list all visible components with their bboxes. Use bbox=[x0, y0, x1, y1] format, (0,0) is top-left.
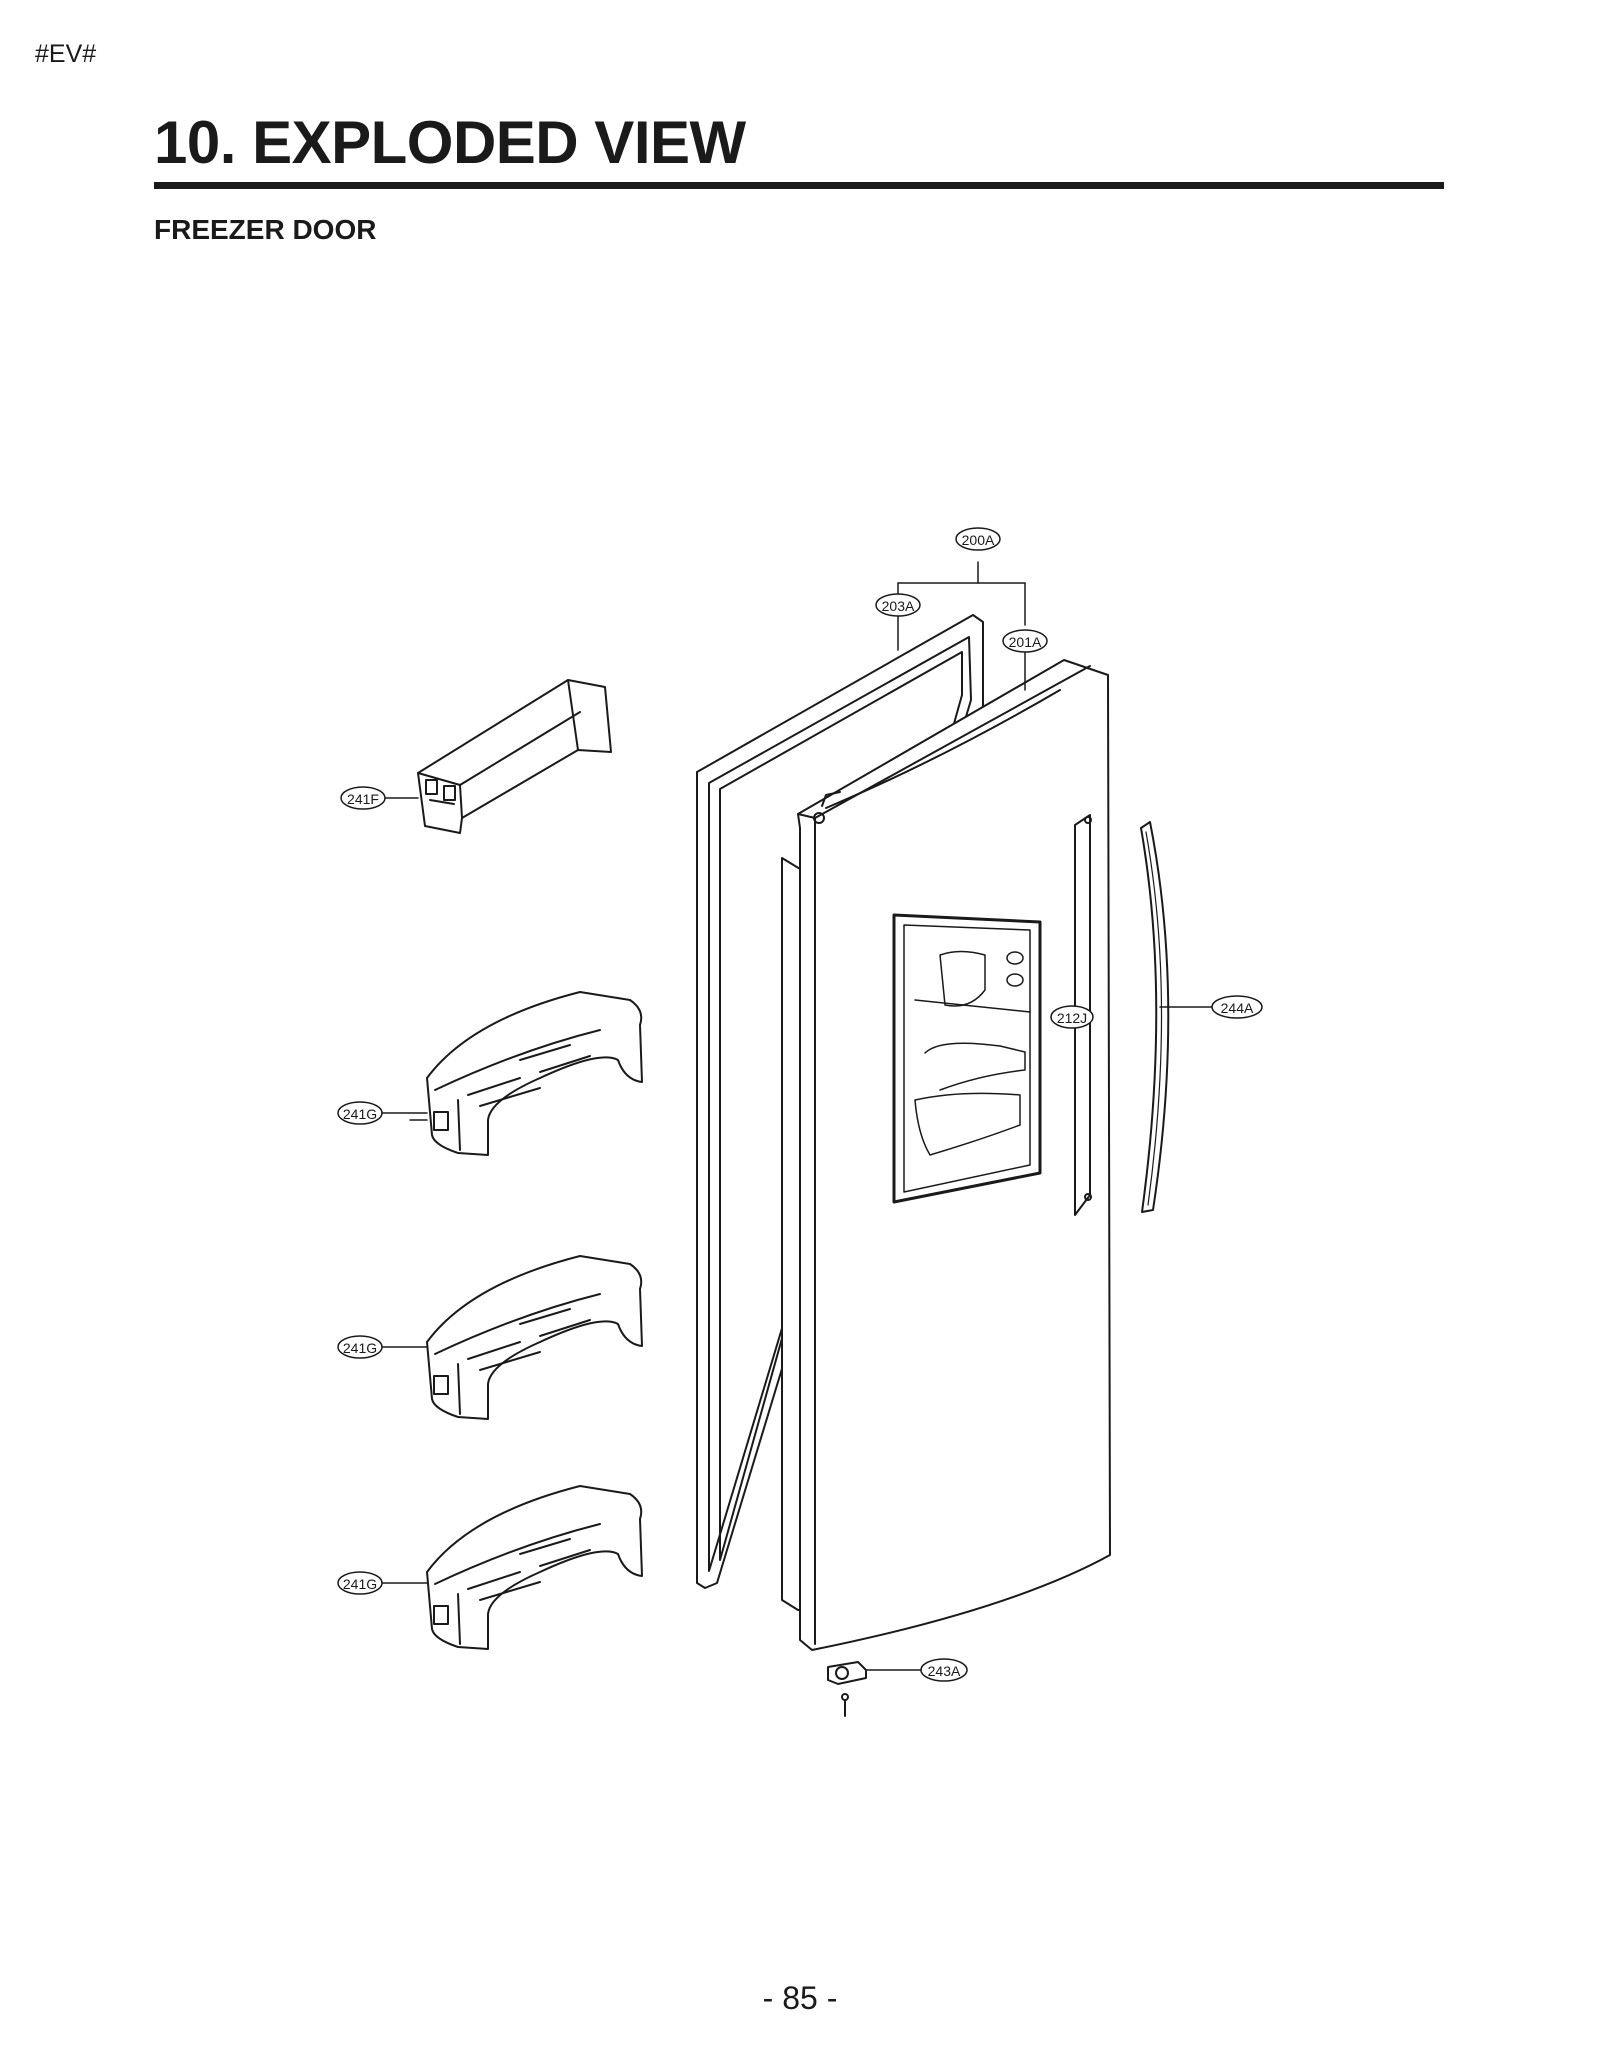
title-rule bbox=[154, 182, 1444, 189]
callout-203a bbox=[875, 593, 921, 617]
part-241f-bin bbox=[417, 679, 612, 834]
label-244a: 244A bbox=[1221, 1000, 1254, 1016]
label-201a: 201A bbox=[1009, 634, 1042, 650]
callout-201a bbox=[1002, 629, 1048, 653]
label-203a: 203A bbox=[882, 598, 915, 614]
part-241g-bin-3 bbox=[426, 1485, 643, 1650]
label-243a: 243A bbox=[928, 1663, 961, 1679]
callout-244a bbox=[1211, 995, 1263, 1019]
section-heading: FREEZER DOOR bbox=[154, 214, 377, 245]
callout-200a bbox=[955, 527, 1001, 551]
part-241g-bin-1 bbox=[409, 991, 643, 1156]
callout-241g-1 bbox=[337, 1101, 383, 1125]
label-241g-1: 241G bbox=[343, 1106, 377, 1122]
part-244a-handle bbox=[1140, 821, 1170, 1213]
page-title: 10. EXPLODED VIEW bbox=[154, 109, 746, 176]
callout-243a bbox=[920, 1658, 968, 1682]
label-241g-2: 241G bbox=[343, 1340, 377, 1356]
callout-241f bbox=[340, 786, 386, 810]
callout-212j bbox=[1050, 1005, 1094, 1029]
page-number: - 85 - bbox=[762, 1980, 838, 2016]
label-241g-3: 241G bbox=[343, 1576, 377, 1592]
label-200a: 200A bbox=[962, 532, 995, 548]
document-marker: #EV# bbox=[35, 40, 97, 68]
part-201a-door bbox=[781, 659, 1111, 1717]
label-212j: 212J bbox=[1057, 1010, 1087, 1026]
label-241f: 241F bbox=[347, 791, 379, 807]
part-241g-bin-2 bbox=[426, 1255, 643, 1420]
callout-241g-2 bbox=[337, 1335, 383, 1359]
callout-241g-3 bbox=[337, 1571, 383, 1595]
